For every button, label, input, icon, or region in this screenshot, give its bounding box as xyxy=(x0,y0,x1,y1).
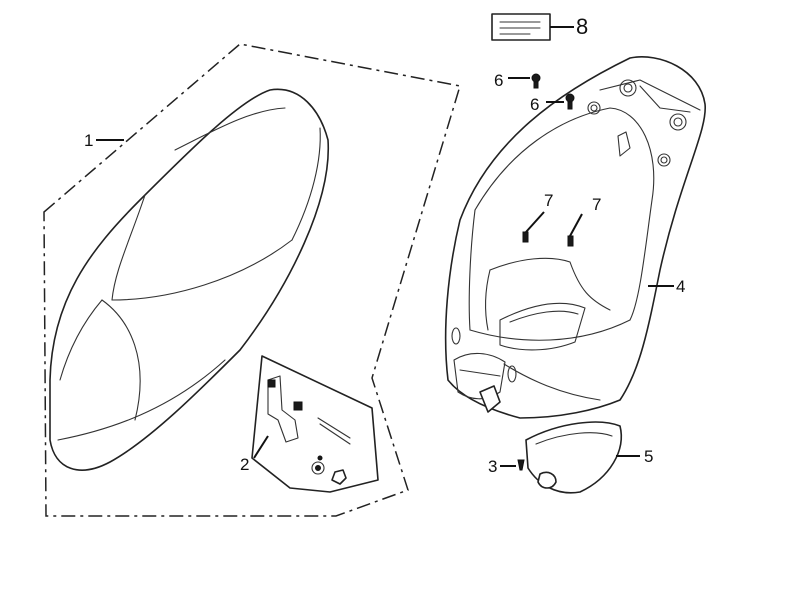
bolt-part-6a xyxy=(531,73,541,89)
callout-2: 2 xyxy=(240,455,249,474)
bolt-part-6b xyxy=(565,93,575,110)
callout-4: 4 xyxy=(676,277,685,296)
seat-group-boundary xyxy=(43,43,461,517)
leader-2 xyxy=(253,435,269,459)
luggage-box-part xyxy=(444,56,706,419)
callout-7a: 7 xyxy=(544,191,553,210)
callout-8: 8 xyxy=(576,14,588,39)
callout-5: 5 xyxy=(644,447,653,466)
callout-1: 1 xyxy=(84,131,93,150)
seat-hinge-part xyxy=(251,355,379,493)
seat-part xyxy=(49,88,330,471)
luggage-box-lid-part xyxy=(525,421,622,494)
callout-7b: 7 xyxy=(592,195,601,214)
label-plate-part-8 xyxy=(491,13,551,41)
callout-6b: 6 xyxy=(530,95,539,114)
callout-3: 3 xyxy=(488,457,497,476)
bolt-part-7a xyxy=(522,211,545,243)
screw-part-3 xyxy=(517,459,525,471)
bolt-part-7b xyxy=(567,213,583,247)
callout-6a: 6 xyxy=(494,71,503,90)
